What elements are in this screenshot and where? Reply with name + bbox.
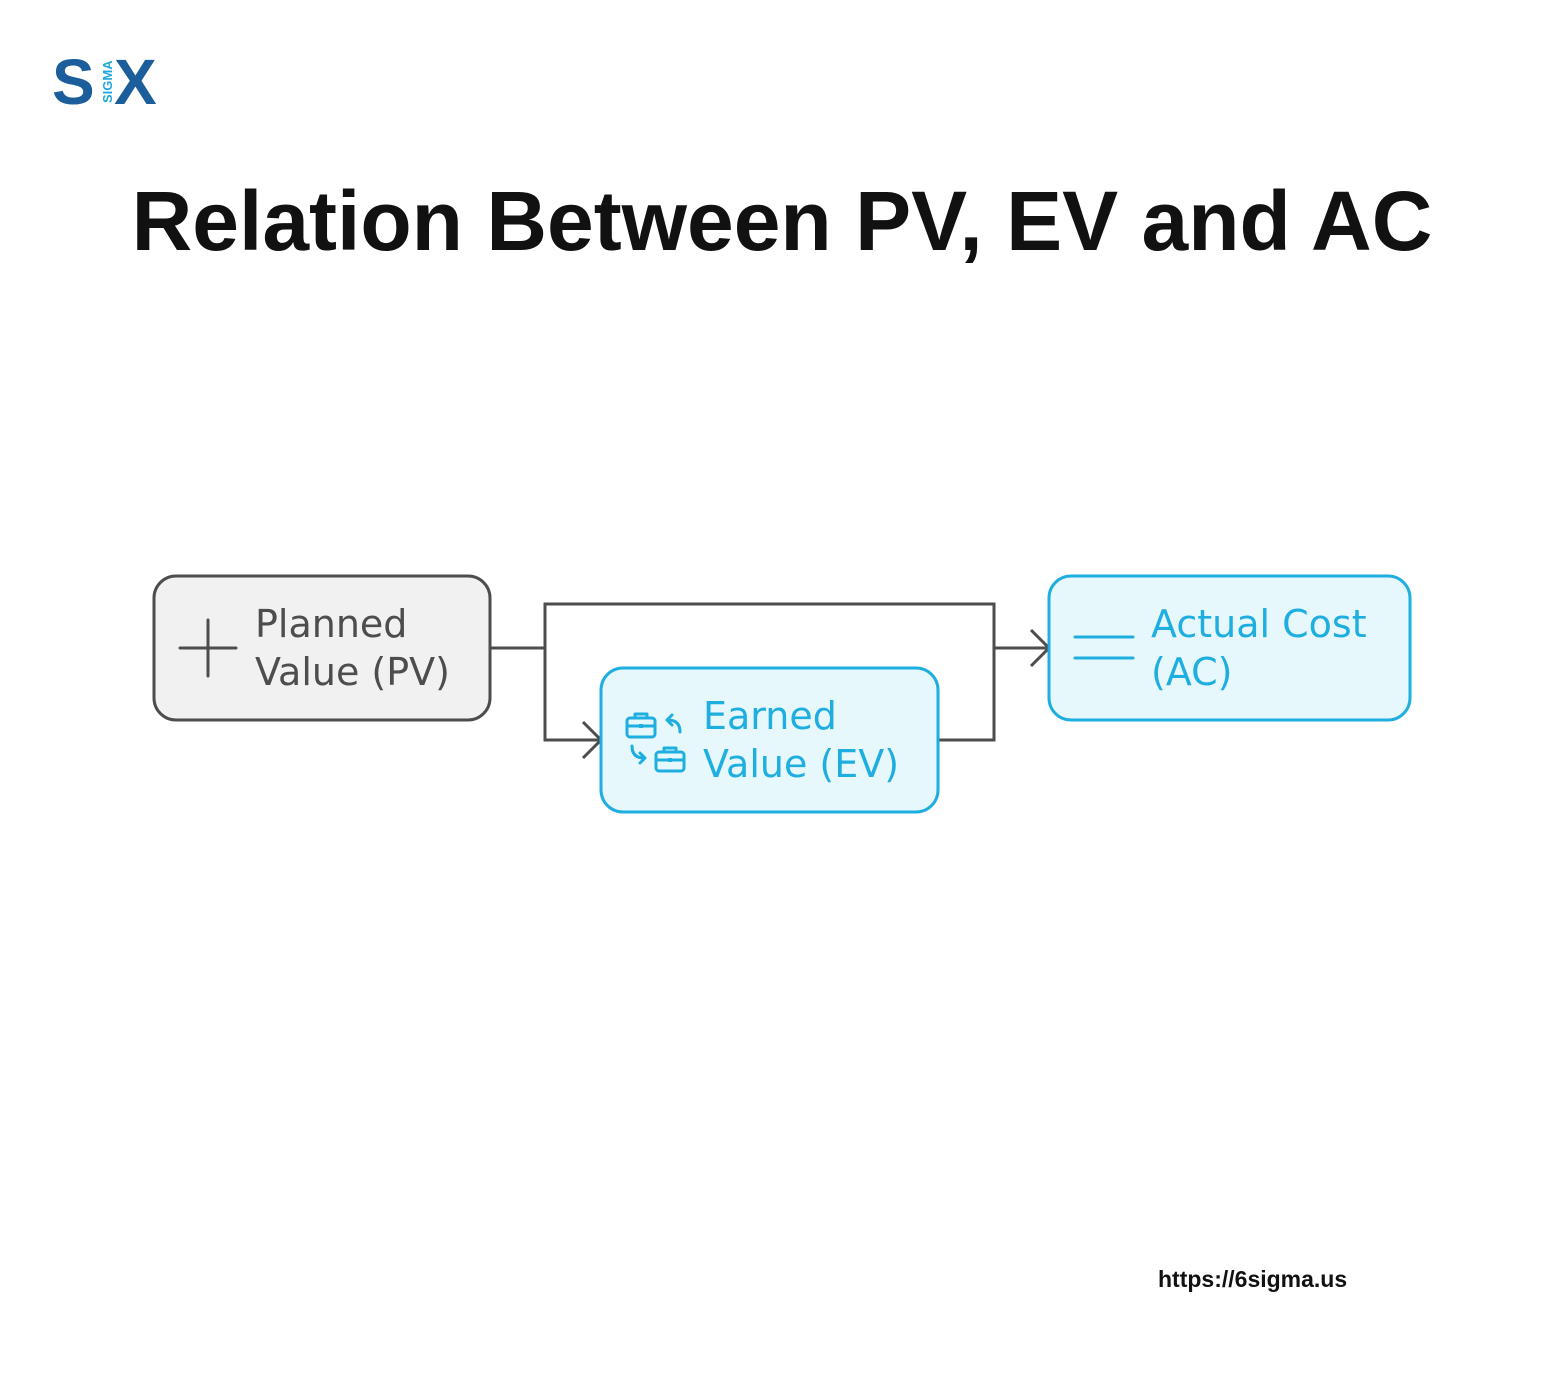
logo-letter-x: X	[114, 46, 157, 118]
svg-text:Planned Value (PV): Planned Value (PV)	[255, 602, 450, 694]
node-pv-line1: Planned	[255, 602, 407, 646]
sixsigma-logo: S SIGMA X	[52, 46, 167, 118]
node-ac-line1: Actual Cost	[1151, 602, 1367, 646]
node-planned-value: Planned Value (PV)	[152, 574, 492, 722]
connector-ev-to-ac	[938, 648, 996, 742]
briefcase-exchange-icon	[625, 712, 686, 773]
svg-text:Actual Cost (AC): Actual Cost (AC)	[1151, 602, 1379, 694]
node-ac-line2: (AC)	[1151, 650, 1233, 694]
node-pv-line2: Value (PV)	[255, 650, 450, 694]
footer-url: https://6sigma.us	[1158, 1266, 1348, 1292]
node-ev-line1: Earned	[703, 694, 837, 738]
node-earned-value: Earned Value (EV)	[599, 666, 940, 814]
connector-pv-to-ac	[543, 602, 1049, 650]
equals-icon	[1073, 635, 1135, 660]
svg-text:Earned Value (EV): Earned Value (EV)	[703, 694, 899, 786]
connector-pv-to-ev	[490, 646, 601, 742]
logo-letter-s: S	[52, 46, 95, 118]
page-title: Relation Between PV, EV and AC	[131, 174, 1433, 268]
plus-icon	[178, 618, 238, 678]
node-ev-line2: Value (EV)	[703, 742, 899, 786]
node-actual-cost: Actual Cost (AC)	[1047, 574, 1412, 722]
